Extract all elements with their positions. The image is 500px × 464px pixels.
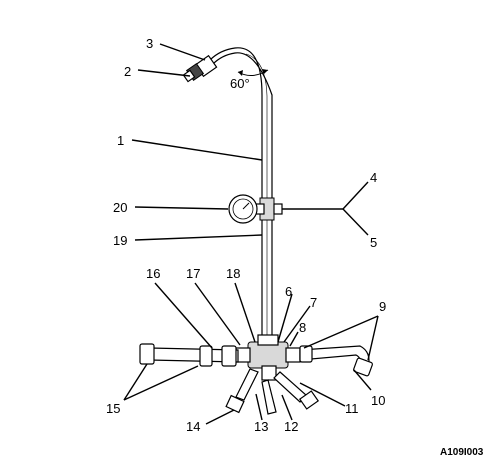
callouts: 1 2 3 4 5 6 7 8 9 10 11 12 13 14 15 16 1…	[106, 36, 386, 434]
left-hose	[139, 343, 239, 367]
lower-right-arm	[261, 371, 320, 415]
manifold	[235, 334, 301, 381]
angle-indicator: 60°	[230, 69, 269, 91]
lower-left-arm	[225, 368, 259, 414]
callout-18: 18	[226, 266, 240, 281]
callout-10: 10	[371, 393, 385, 408]
callout-15: 15	[106, 401, 120, 416]
callout-4: 4	[370, 170, 377, 185]
callout-20: 20	[113, 200, 127, 215]
top-fitting	[182, 54, 218, 83]
callout-17: 17	[186, 266, 200, 281]
callout-11: 11	[345, 401, 359, 416]
callout-6: 6	[285, 284, 292, 299]
tee-fitting	[255, 197, 283, 221]
callout-1: 1	[117, 133, 124, 148]
callout-19: 19	[113, 233, 127, 248]
callout-13: 13	[254, 419, 268, 434]
figure-id: A109I003	[440, 447, 484, 458]
pressure-gauge	[228, 194, 258, 224]
leader-lines	[123, 43, 379, 425]
right-hose	[299, 345, 373, 377]
callout-16: 16	[146, 266, 160, 281]
callout-2: 2	[124, 64, 131, 79]
callout-8: 8	[299, 320, 306, 335]
callout-3: 3	[146, 36, 153, 51]
callout-14: 14	[186, 419, 200, 434]
callout-5: 5	[370, 235, 377, 250]
angle-label: 60°	[230, 76, 250, 91]
callout-12: 12	[284, 419, 298, 434]
callout-9: 9	[379, 299, 386, 314]
callout-7: 7	[310, 295, 317, 310]
